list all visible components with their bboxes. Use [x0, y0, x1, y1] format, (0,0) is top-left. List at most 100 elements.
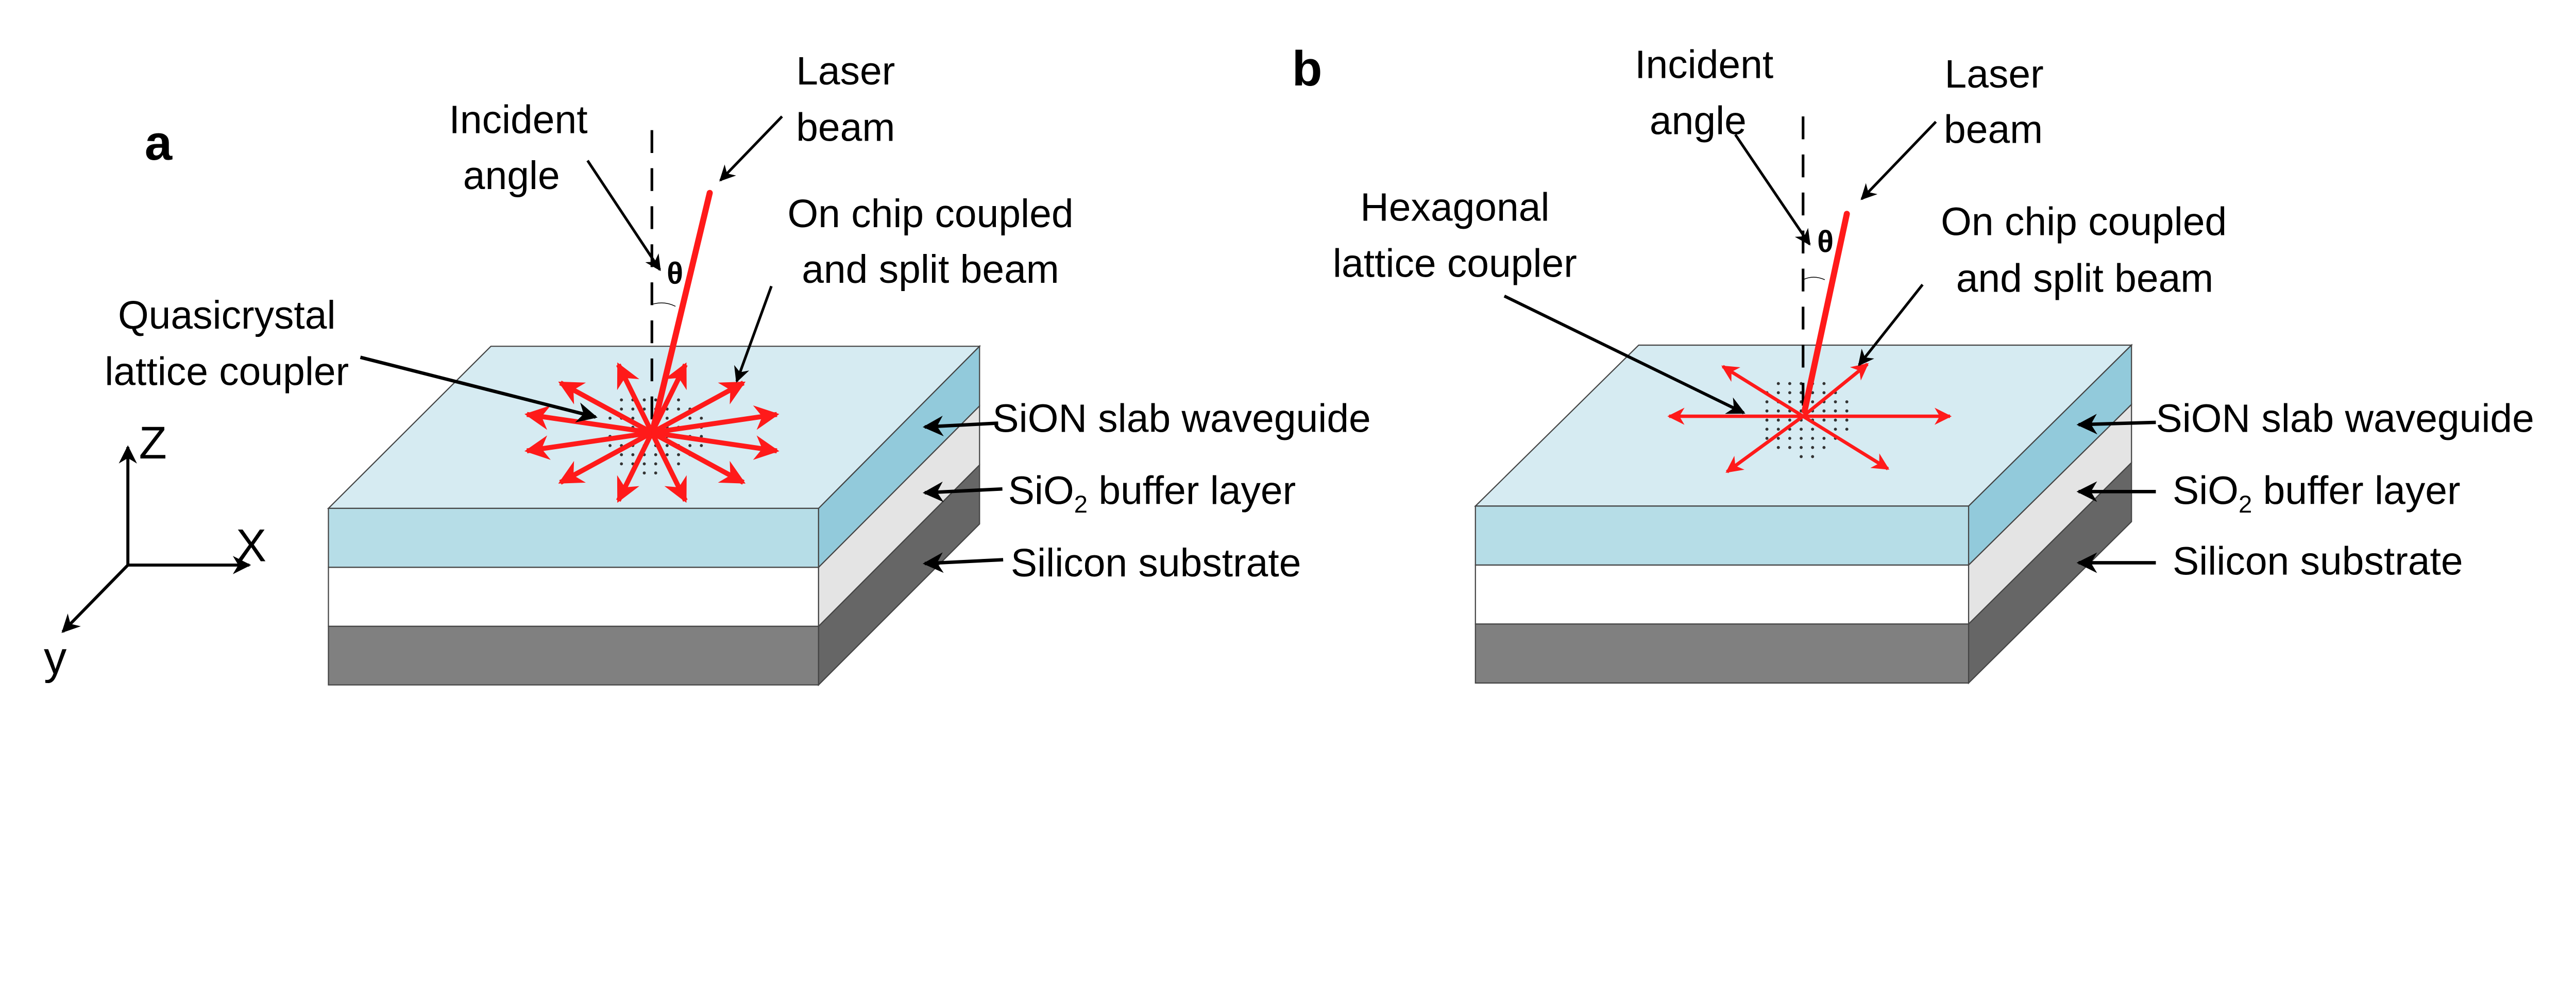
lattice-dot: [700, 435, 703, 438]
laser-pointer-arrow: [1860, 121, 1937, 200]
coupler-label-2: lattice coupler: [105, 350, 349, 394]
coupler-pointer-arrow: [1503, 295, 1745, 415]
lattice-dot: [654, 453, 657, 456]
lattice-dot: [1788, 400, 1791, 403]
lattice-dot: [677, 398, 680, 402]
split-beam-arrow: [1721, 365, 1804, 418]
lattice-dot: [654, 398, 657, 402]
lattice-dot: [1834, 409, 1837, 413]
lattice-dot: [642, 462, 646, 466]
coupler-label-1: Hexagonal: [1360, 185, 1549, 229]
incident-label-2: angle: [1650, 99, 1747, 143]
laser-pointer-arrow: [719, 115, 783, 182]
theta-symbol: θ: [1817, 225, 1834, 259]
sion-pointer-arrow: [922, 415, 998, 436]
lattice-dot: [1800, 428, 1803, 431]
lattice-dot: [1822, 446, 1826, 449]
lattice-dot: [1788, 436, 1791, 440]
laser-label-2: beam: [796, 105, 895, 149]
laser-beam: [1801, 211, 1850, 414]
lattice-dot: [1765, 436, 1769, 440]
panel-b: b θ Incident angle Laser beam On chip co…: [1292, 41, 2534, 685]
figure: a θ Laser beam Incident angle On chip co…: [44, 41, 2534, 687]
split-beam-arrow: [651, 381, 746, 435]
lattice-dot: [654, 471, 657, 475]
sio2-label: SiO2 buffer layer: [2173, 469, 2461, 518]
coupler-pointer-arrow: [360, 355, 598, 423]
angle-arc: [652, 302, 676, 307]
lattice-dot: [688, 444, 692, 447]
lattice-dot: [677, 407, 680, 411]
y-axis: [61, 564, 129, 633]
lattice-dot: [1834, 418, 1837, 422]
lattice-dot: [1776, 436, 1780, 440]
lattice-dot: [1788, 418, 1791, 422]
lattice-dot: [1800, 436, 1803, 440]
split-beam-arrow: [651, 430, 779, 460]
lattice-dot: [1822, 391, 1826, 395]
sio2-front: [1475, 564, 1970, 625]
lattice-dot: [631, 453, 635, 456]
lattice-dot: [1811, 446, 1815, 449]
sion-label: SiON slab waveguide: [2156, 396, 2534, 440]
si-front: [328, 625, 819, 686]
coupler-label-1: Quasicrystal: [118, 293, 336, 337]
panel-letter: b: [1292, 41, 1323, 96]
lattice-dot: [1822, 409, 1826, 413]
lattice-dot: [1800, 446, 1803, 449]
lattice-dot: [1811, 391, 1815, 395]
lattice-dot: [1811, 455, 1815, 458]
lattice-dot: [1788, 446, 1791, 449]
split-beam-arrow: [651, 430, 746, 485]
split-beams: [524, 362, 779, 503]
split-beam-arrow: [650, 431, 688, 503]
si-front: [1475, 623, 1970, 684]
lattice-dot: [665, 444, 669, 447]
panel-a: a θ Laser beam Incident angle On chip co…: [44, 49, 1371, 687]
lattice-dot: [1811, 400, 1815, 403]
sion-front: [328, 507, 819, 568]
lattice-dot: [1811, 428, 1815, 431]
sion-label: SiON slab waveguide: [992, 396, 1370, 440]
coupler-label-2: lattice coupler: [1333, 242, 1577, 286]
angle-arc: [1803, 277, 1825, 280]
lattice-dot: [631, 416, 635, 420]
lattice-dot: [1765, 400, 1769, 403]
silicon-label: Silicon substrate: [2173, 539, 2463, 583]
lattice-dot: [688, 416, 692, 420]
lattice-dot: [1776, 382, 1780, 385]
split-beam-arrow: [558, 381, 653, 435]
split-beam-arrow: [558, 430, 653, 485]
split-beam-arrow: [1802, 415, 1890, 470]
lattice-dot: [700, 416, 703, 420]
lattice-dot: [1845, 428, 1849, 431]
lattice-dot: [1765, 428, 1769, 431]
panel-letter: a: [145, 115, 173, 171]
lattice-dot: [642, 471, 646, 475]
lattice-dot: [1834, 428, 1837, 431]
laser-label-2: beam: [1944, 108, 2043, 152]
z-axis-label: Z: [139, 417, 167, 468]
si-side: [1968, 461, 2132, 685]
lattice-dot: [654, 462, 657, 466]
lattice-dot: [642, 398, 646, 402]
split-beam-arrow: [524, 405, 653, 435]
silicon-label: Silicon substrate: [1011, 541, 1301, 585]
lattice-dot: [1776, 418, 1780, 422]
sio2-front: [328, 567, 819, 627]
incident-label-2: angle: [463, 154, 560, 198]
lattice-dot: [1845, 409, 1849, 413]
split-beam-arrow: [1725, 415, 1804, 473]
incident-pointer-arrow: [586, 160, 661, 271]
theta-symbol: θ: [667, 256, 683, 290]
lattice-dot: [1845, 400, 1849, 403]
silicon-pointer-arrow: [922, 552, 1004, 573]
lattice-dot: [608, 416, 612, 420]
lattice-dot: [665, 453, 669, 456]
layer-stack: [327, 345, 981, 687]
lattice-dot: [1776, 428, 1780, 431]
lattice-dot: [665, 416, 669, 420]
lattice-dot: [1800, 455, 1803, 458]
sio2-label: SiO2 buffer layer: [1008, 469, 1296, 518]
lattice-dot: [1776, 409, 1780, 413]
